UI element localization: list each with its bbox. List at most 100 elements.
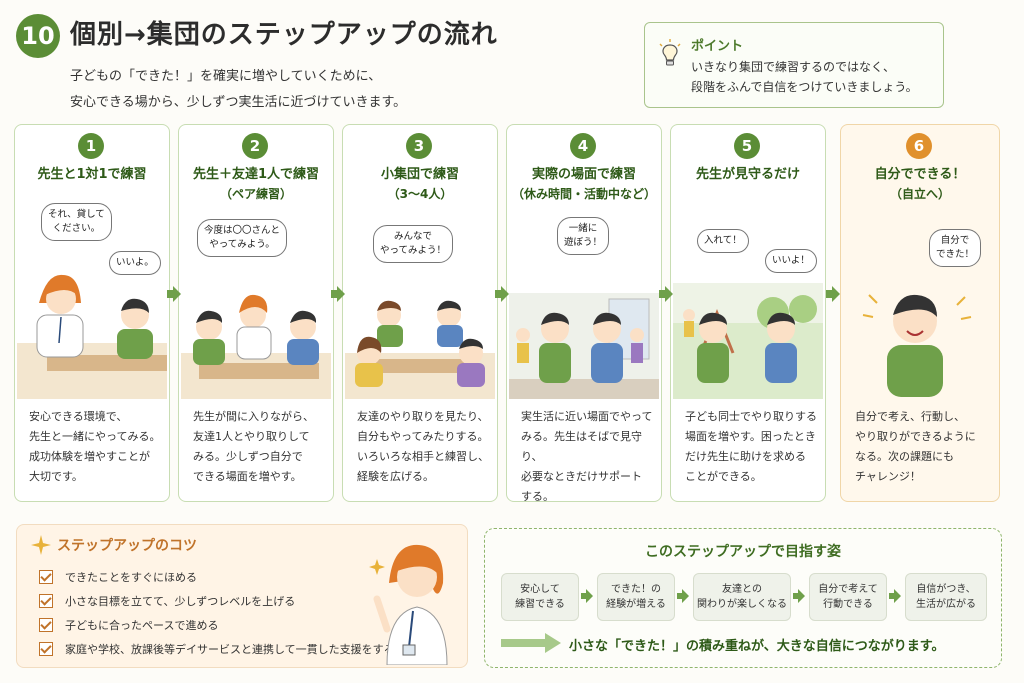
tips-box: ステップアップのコツ できたことをすぐにほめる 小さな目標を立てて、少しずつレベ… bbox=[16, 524, 468, 668]
step-subtitle: （ペア練習） bbox=[219, 187, 292, 201]
step-line: やり取りができるように bbox=[855, 430, 976, 443]
speech-bubble: いいよ！ bbox=[765, 249, 817, 273]
speech-bubble: 今度は〇〇さんと やってみよう。 bbox=[197, 219, 288, 257]
arrow-right-icon bbox=[793, 589, 805, 603]
step-line: 必要なときだけサポート bbox=[521, 470, 642, 483]
goal-step-box: 友達との 関わりが楽しくなる bbox=[693, 573, 791, 621]
tips-item: 家庭や学校、放課後等デイサービスと連携して一貫した支援をする bbox=[39, 641, 395, 657]
point-text: いきなり集団で練習するのではなく、 段階をふんで自信をつけていきましょう。 bbox=[691, 57, 918, 97]
goal-step-box: 自信がつき、 生活が広がる bbox=[905, 573, 987, 621]
arrow-right-icon bbox=[167, 286, 181, 302]
step-title: 先生が見守るだけ bbox=[695, 167, 800, 182]
tips-item-text: 小さな目標を立てて、少しずつレベルを上げる bbox=[65, 595, 296, 608]
step-illustration bbox=[509, 293, 659, 399]
step-card-2: 2 先生＋友達1人で練習 （ペア練習） 今度は〇〇さんと やってみよう。 先生が… bbox=[178, 124, 334, 502]
speech-bubble: いいよ。 bbox=[109, 251, 161, 275]
checkbox-icon bbox=[39, 642, 53, 656]
big-arrow-right-icon bbox=[501, 633, 561, 653]
tips-item: 小さな目標を立てて、少しずつレベルを上げる bbox=[39, 593, 295, 609]
step-line: 友達1人とやり取りして bbox=[193, 430, 310, 443]
speech-bubble: 自分で できた！ bbox=[929, 229, 982, 267]
goal-box: このステップアップで目指す姿 安心して 練習できる できた！の 経験が増える 友… bbox=[484, 528, 1002, 668]
step-line: いろいろな相手と練習し、 bbox=[357, 450, 489, 463]
step-line: 自分もやってみたりする。 bbox=[357, 430, 489, 443]
arrow-right-icon bbox=[495, 286, 509, 302]
speech-bubble: 入れて！ bbox=[697, 229, 749, 253]
step-card-6: 6 自分でできる！ （自立へ） 自分で できた！ 自分で考え、行動し、 やり取り… bbox=[840, 124, 1000, 502]
step-title: 先生と1対1で練習 bbox=[37, 167, 147, 182]
step-line: 安心できる環境で、 bbox=[29, 410, 128, 423]
tips-item-text: 子どもに合ったペースで進める bbox=[65, 619, 219, 632]
point-title: ポイント bbox=[691, 39, 744, 54]
step-number: 1 bbox=[78, 133, 104, 159]
step-card-3: 3 小集団で練習 （3〜4人） みんなで やってみよう！ 友達のやり取りを見たり… bbox=[342, 124, 498, 502]
speech-bubble: 一緒に 遊ぼう！ bbox=[557, 217, 610, 255]
teacher-illustration bbox=[369, 544, 448, 665]
speech-bubble: それ、貸して ください。 bbox=[41, 203, 112, 241]
step-description: 安心できる環境で、 先生と一緒にやってみる。 成功体験を増やすことが 大切です。 bbox=[29, 407, 161, 487]
tips-item: 子どもに合ったペースで進める bbox=[39, 617, 218, 633]
tips-item-text: できたことをすぐにほめる bbox=[65, 571, 197, 584]
page-title: 個別→集団のステップアップの流れ bbox=[70, 20, 498, 50]
step-line: 成功体験を増やすことが bbox=[29, 450, 150, 463]
step-card-4: 4 実際の場面で練習 （休み時間・活動中など） 一緒に 遊ぼう！ 実生活に近い場… bbox=[506, 124, 662, 502]
step-number: 6 bbox=[906, 133, 932, 159]
sparkle-icon bbox=[31, 535, 51, 555]
step-line: だけ先生に助けを求める bbox=[685, 450, 806, 463]
checkbox-icon bbox=[39, 570, 53, 584]
checkbox-icon bbox=[39, 594, 53, 608]
step-card-1: 1 先生と1対1で練習 それ、貸して ください。 いいよ。 安心できる環境で、 … bbox=[14, 124, 170, 502]
step-title: 自分でできる！ bbox=[874, 167, 966, 182]
step-illustration bbox=[673, 283, 823, 399]
step-illustration bbox=[862, 294, 972, 397]
intro-line: 安心できる場から、少しずつ実生活に近づけていきます。 bbox=[70, 95, 407, 110]
step-description: 自分で考え、行動し、 やり取りができるように なる。次の課題にも チャレンジ！ bbox=[855, 407, 991, 487]
step-description: 先生が間に入りながら、 友達1人とやり取りして みる。少しずつ自分で できる場面… bbox=[193, 407, 325, 487]
step-line: みる。先生はそばで見守り、 bbox=[521, 430, 642, 463]
step-line: 実生活に近い場面でやって bbox=[521, 410, 653, 423]
speech-bubble: みんなで やってみよう！ bbox=[373, 225, 454, 263]
step-illustration bbox=[181, 294, 331, 399]
step-line: みる。少しずつ自分で bbox=[193, 450, 303, 463]
step-line: 自分で考え、行動し、 bbox=[855, 410, 965, 423]
step-number: 3 bbox=[406, 133, 432, 159]
goal-step-box: できた！の 経験が増える bbox=[597, 573, 675, 621]
step-line: ことができる。 bbox=[685, 470, 762, 483]
point-line: いきなり集団で練習するのではなく、 bbox=[691, 60, 896, 74]
goal-title: このステップアップで目指す姿 bbox=[645, 544, 841, 560]
step-illustration bbox=[17, 274, 167, 399]
step-line: 先生が間に入りながら、 bbox=[193, 410, 314, 423]
step-card-5: 5 先生が見守るだけ 入れて！ いいよ！ 子ども同士でやり取りする 場面を増やす… bbox=[670, 124, 826, 502]
lightbulb-icon bbox=[659, 39, 681, 66]
step-illustration bbox=[345, 300, 495, 399]
goal-step-box: 自分で考えて 行動できる bbox=[809, 573, 887, 621]
arrow-right-icon bbox=[677, 589, 689, 603]
tips-item: できたことをすぐにほめる bbox=[39, 569, 197, 585]
step-title: 実際の場面で練習 bbox=[531, 167, 636, 182]
step-subtitle: （自立へ） bbox=[889, 187, 950, 201]
step-line: 先生と一緒にやってみる。 bbox=[29, 430, 161, 443]
point-line: 段階をふんで自信をつけていきましょう。 bbox=[691, 80, 918, 94]
step-description: 友達のやり取りを見たり、 自分もやってみたりする。 いろいろな相手と練習し、 経… bbox=[357, 407, 489, 487]
arrow-right-icon bbox=[889, 589, 901, 603]
step-subtitle: （3〜4人） bbox=[387, 187, 453, 201]
intro-text: 子どもの「できた！」を確実に増やしていくために、 安心できる場から、少しずつ実生… bbox=[70, 64, 406, 116]
step-description: 子ども同士でやり取りする 場面を増やす。困ったとき だけ先生に助けを求める こと… bbox=[685, 407, 817, 487]
arrow-right-icon bbox=[826, 286, 840, 302]
step-line: チャレンジ！ bbox=[855, 470, 921, 483]
step-line: なる。次の課題にも bbox=[855, 450, 954, 463]
goal-step-box: 安心して 練習できる bbox=[501, 573, 579, 621]
intro-line: 子どもの「できた！」を確実に増やしていくために、 bbox=[70, 69, 382, 84]
step-line: する。 bbox=[521, 490, 554, 502]
step-number: 5 bbox=[734, 133, 760, 159]
tips-title: ステップアップのコツ bbox=[57, 538, 197, 554]
step-description: 実生活に近い場面でやって みる。先生はそばで見守り、 必要なときだけサポート す… bbox=[521, 407, 653, 502]
arrow-right-icon bbox=[659, 286, 673, 302]
step-line: 大切です。 bbox=[29, 470, 83, 483]
step-line: できる場面を増やす。 bbox=[193, 470, 302, 483]
tips-item-text: 家庭や学校、放課後等デイサービスと連携して一貫した支援をする bbox=[65, 643, 395, 656]
step-number: 2 bbox=[242, 133, 268, 159]
step-number: 4 bbox=[570, 133, 596, 159]
step-title: 先生＋友達1人で練習 bbox=[192, 167, 320, 182]
step-subtitle: （休み時間・活動中など） bbox=[511, 187, 656, 201]
